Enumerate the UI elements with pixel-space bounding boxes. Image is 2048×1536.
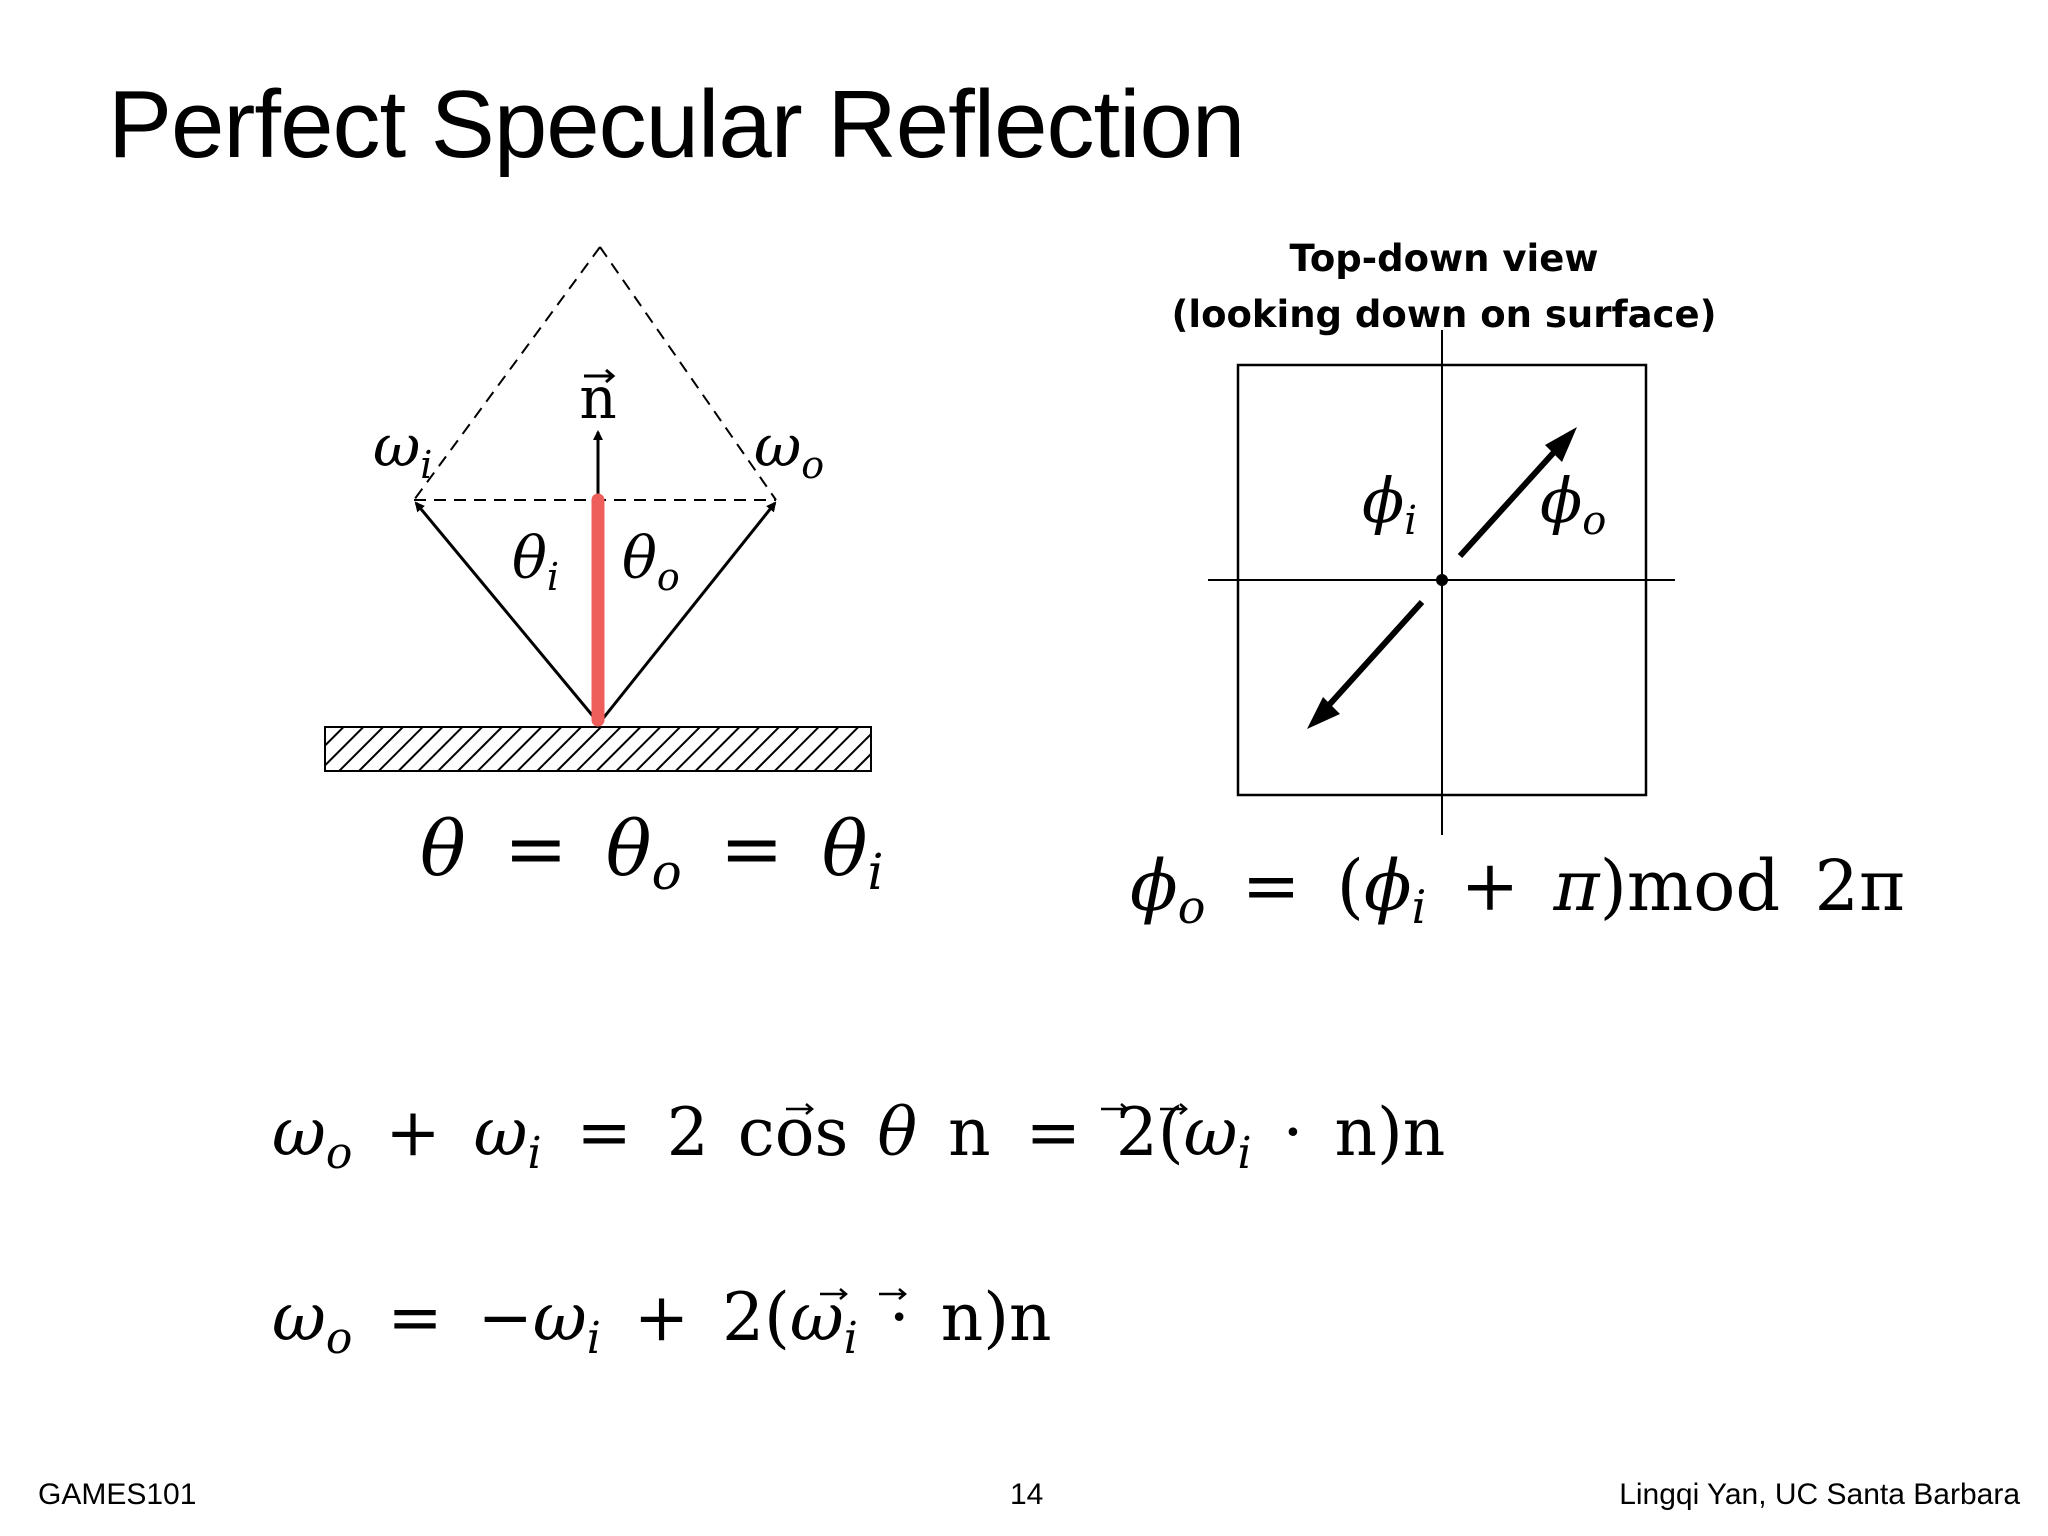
incident-dir-label: ωi <box>373 412 432 487</box>
theta-i-label: θi <box>512 524 559 599</box>
surface-hatched <box>324 726 872 772</box>
outgoing-dir-label: ωo <box>754 412 824 487</box>
slide-title: Perfect Specular Reflection <box>108 71 1245 178</box>
phi-i-arrow <box>1317 599 1425 718</box>
normal-vector-arrow <box>584 368 616 384</box>
phi-o-arrowhead <box>1545 427 1577 462</box>
vector-arrow-eq2-b <box>879 1288 907 1300</box>
side-view-diagram: n ωi ωo θi θo θ = θo = θi <box>324 246 883 907</box>
vector-arrows <box>786 1103 1188 1300</box>
vector-arrow-eq1-a <box>786 1103 814 1115</box>
phi-i-arrowhead <box>1307 697 1340 729</box>
vector-arrow-eq1-b <box>1101 1103 1129 1115</box>
outgoing-ray <box>599 501 777 722</box>
phi-o-arrow <box>1457 437 1568 559</box>
footer-page-number: 14 <box>1010 1478 1044 1511</box>
phi-i-label: ϕi <box>1362 464 1417 544</box>
reflection-equation-1: ωo + ωi = 2 cos θ n = 2(ωi · n)n <box>272 1094 1445 1184</box>
phi-o-label: ϕo <box>1540 464 1606 544</box>
top-view-caption-line1: Top-down view <box>1290 237 1599 280</box>
top-view-caption-line2: (looking down on surface) <box>1172 293 1717 336</box>
incident-ray <box>414 501 599 722</box>
dashed-line-right <box>599 246 777 501</box>
top-down-view-diagram: Top-down view (looking down on surface) … <box>1130 237 1905 940</box>
origin-dot <box>1436 574 1448 586</box>
reflection-equation-2: ωo = −ωi + 2(ωi · n)n <box>272 1279 1052 1369</box>
footer-course: GAMES101 <box>38 1478 197 1511</box>
phi-equation: ϕo = (ϕi + π)mod 2π <box>1130 845 1905 940</box>
footer-author: Lingqi Yan, UC Santa Barbara <box>1619 1478 2020 1511</box>
theta-equation: θ = θo = θi <box>420 804 883 907</box>
vector-arrow-eq2-a <box>820 1288 848 1300</box>
theta-o-label: θo <box>622 524 680 599</box>
dashed-line-left <box>413 246 601 501</box>
vector-arrow-eq1-c <box>1160 1103 1188 1115</box>
